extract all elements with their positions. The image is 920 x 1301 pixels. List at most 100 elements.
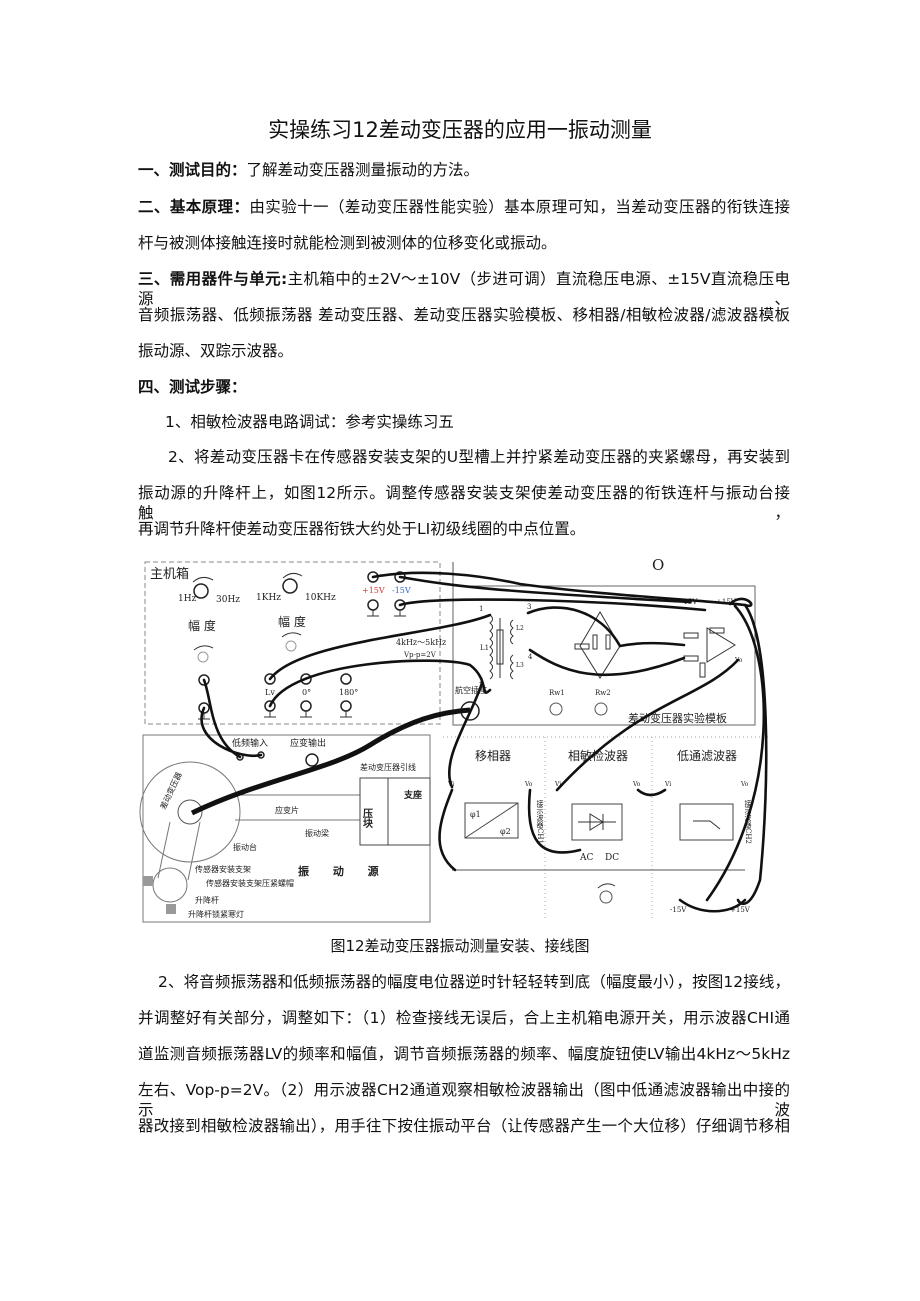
rod-lock-label: 升降杆锁紧寒灯: [188, 909, 244, 919]
osc-note: Vp-p=2V: [403, 651, 437, 659]
lf-input-label: 低频输入: [232, 737, 268, 749]
coil-label: L1: [480, 644, 489, 652]
pin-label: 4: [528, 653, 533, 661]
section-equipment: 三、需用器件与单元:主机箱中的±2V～±10V（步进可调）直流稳压电源、±15V…: [138, 269, 790, 309]
transformer-coils: [489, 614, 514, 680]
freq-label: 10KHz: [305, 593, 336, 603]
section-label: 二、基本原理：: [138, 198, 250, 216]
step-line: 并调整好有关部分，调整如下：（1）检查接线无误后，合上主机箱电源开关，用示波器C…: [138, 1009, 790, 1027]
lpf-block: [679, 803, 734, 841]
pin-label: 1: [479, 605, 483, 613]
bracket: [157, 821, 201, 881]
step-line: 1、相敏检波器电路调试：参考实操练习五: [165, 413, 454, 431]
step-line: 2、将音频振荡器和低频振荡器的幅度电位器逆时针轻轻转到底（幅度最小），按图12接…: [158, 973, 790, 991]
lock-knob: [166, 904, 176, 914]
strain-output-socket: [305, 753, 319, 767]
vibration-table: [139, 761, 241, 863]
plus15-label: +15V: [362, 586, 385, 595]
coil-label: L3: [516, 662, 524, 669]
step-line: 再调节升降杆使差动变压器衔铁大约处于LI初级线圈的中点位置。: [138, 520, 586, 538]
bracket-label: 传感器安装支架: [195, 864, 251, 874]
deg0-label: 0°: [302, 688, 311, 697]
main-box-outline: [144, 561, 441, 725]
vo-label: Vo: [740, 781, 749, 788]
minus15-label: -15V: [670, 906, 687, 914]
section-purpose: 一、测试目的：了解差动变压器测量振动的方法。: [138, 160, 790, 180]
vi-label: Vi: [664, 781, 671, 788]
paragraph-line: 由实验十一（差动变压器性能实验）基本原理可知，当差动变压器的衔铁连接: [249, 198, 790, 216]
main-box-label: 主机箱: [150, 566, 189, 582]
paragraph-line: 主机箱中的±2V～±10V（步进可调）直流稳压电源、±15V直流稳压电源、: [138, 270, 790, 308]
osc-note: 4kHz～5kHz: [396, 638, 446, 647]
freq-label: 30Hz: [216, 595, 240, 605]
freq-label: 1KHz: [256, 593, 281, 603]
block-label: 压块: [361, 808, 373, 829]
table-label: 振动台: [233, 842, 257, 852]
phi1-label: φ1: [470, 810, 481, 819]
step-line: 振动源的升降杆上，如图12所示。调整传感器安装支架使差动变压器的衔铁连杆与振动台…: [138, 484, 790, 522]
phi2-label: φ2: [500, 827, 511, 836]
page-title: 实操练习12差动变压器的应用一振动测量: [268, 118, 652, 142]
strain-gauge-label: 应变片: [275, 805, 299, 815]
amplitude-label: 幅 度: [278, 614, 306, 629]
dc-label: DC: [605, 853, 619, 863]
wires: [190, 571, 768, 913]
step-line: 左右、Vop-p=2V。（2）用示波器CH2通道观察相敏检波器输出（图中低通滤波…: [138, 1081, 790, 1119]
module-outline: [452, 585, 756, 726]
step-line: 器改接到相敏检波器输出），用手往下按住振动平台（让传感器产生一个大位移）仔细调节…: [138, 1117, 790, 1135]
rw1-knob: [549, 702, 563, 716]
step-line: 2、将差动变压器卡在传感器安装支架的U型槽上并拧紧差动变压器的夹紧螺母，再安装到: [168, 448, 790, 466]
rod-label: 升降杆: [195, 895, 219, 905]
o-mark: O: [652, 556, 664, 574]
rw2-knob: [594, 702, 608, 716]
section-principle: 二、基本原理：由实验十一（差动变压器性能实验）基本原理可知，当差动变压器的衔铁连…: [138, 197, 790, 217]
support-seat: [387, 777, 431, 846]
vo-label: Vo: [524, 781, 533, 788]
plus15-label: +15V: [730, 906, 751, 914]
nut-label: 传感器安装支架压紧螺帽: [206, 878, 294, 888]
pin-label: 3: [527, 603, 531, 611]
deg180-label: 180°: [339, 688, 358, 697]
knob: [599, 890, 613, 904]
amplitude-label: 幅 度: [188, 618, 216, 633]
psd-block: [571, 803, 623, 841]
bracket-nut: [152, 867, 188, 903]
socket-label: 航空插座: [455, 685, 487, 695]
lpf-label: 低通滤波器: [677, 749, 737, 763]
phase-shifter-block: [464, 802, 519, 839]
vibration-beam: [235, 794, 360, 821]
knob: [192, 572, 303, 663]
lv-label: Lv: [265, 688, 275, 697]
seat-label: 支座: [403, 789, 422, 801]
paragraph-line: 了解差动变压器测量振动的方法。: [246, 161, 480, 179]
paragraph-line: 杆与被测体接触连接时就能检测到被测体的位移变化或振动。: [138, 234, 557, 252]
paragraph-line: 振动源、双踪示波器。: [138, 342, 294, 360]
lock-knob: [143, 876, 153, 886]
section-label: 一、测试目的：: [138, 161, 247, 179]
vi-label: Vi: [554, 781, 561, 788]
rw2-label: Rw2: [595, 689, 611, 697]
diagonal: [464, 802, 519, 839]
paragraph-line: 音频振荡器、低频振荡器 差动变压器、差动变压器实验模板、移相器/相敏检波器/滤波…: [138, 306, 790, 324]
phase-shifter-label: 移相器: [475, 749, 511, 763]
ac-label: AC: [579, 853, 593, 863]
psd-label: 相敏检波器: [568, 748, 628, 763]
module-label: 差动变压器实验模板: [628, 711, 727, 725]
knob: [597, 883, 616, 889]
coil-label: L2: [516, 625, 524, 632]
figure-caption: 图12差动变压器振动测量安装、接线图: [330, 937, 590, 955]
section-label: 三、需用器件与单元:: [138, 270, 288, 288]
lead-label: 差动变压器引线: [360, 762, 416, 772]
step-line: 道监测音频振荡器LV的频率和幅值，调节音频振荡器的频率、幅度旋钮使LV输出4kH…: [138, 1045, 790, 1063]
section-steps-label: 四、测试步骤：: [138, 378, 247, 396]
ch1-label: 接示波器CH1: [536, 799, 544, 844]
transformer-body: [177, 799, 203, 825]
diode-icon: [578, 813, 616, 831]
lowpass-icon: [693, 820, 721, 830]
beam-label: 振动梁: [305, 828, 329, 838]
rw1-label: Rw1: [549, 689, 565, 697]
minus15-label: -15V: [392, 586, 411, 595]
strain-output-label: 应变输出: [290, 737, 326, 749]
vo-label: Vo: [632, 781, 641, 788]
